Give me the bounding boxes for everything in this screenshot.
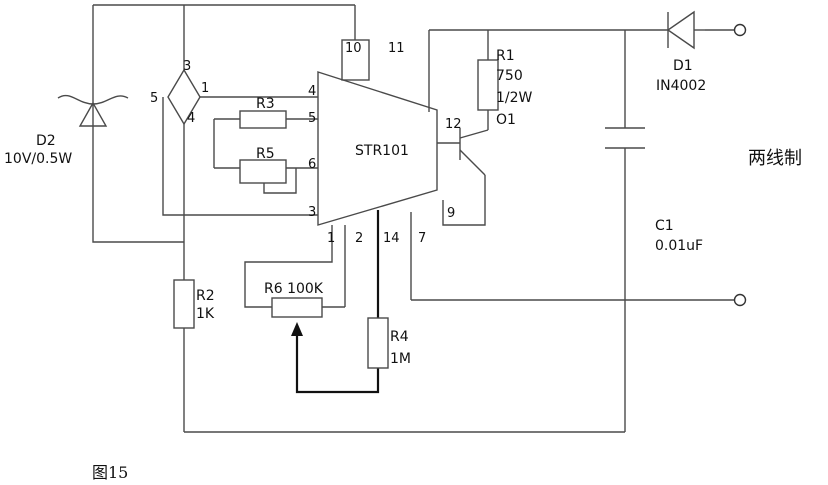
ic-str101 [317, 39, 438, 226]
d1-ref: D1 [673, 58, 693, 74]
two-wire-label: 两线制 [748, 148, 802, 169]
pin-14: 14 [383, 231, 400, 246]
r1-value: 750 [496, 68, 523, 84]
pin-9: 9 [447, 206, 455, 221]
terminal-bottom [733, 293, 747, 307]
pin-12: 12 [445, 117, 462, 132]
pin-1-bottom: 1 [327, 231, 335, 246]
pin-2: 2 [355, 231, 363, 246]
r2-ref: R2 [196, 288, 215, 304]
resistor-r3 [239, 110, 287, 129]
pin-3: 3 [308, 205, 316, 220]
bridge-pin-3: 3 [183, 59, 191, 74]
q1-ref: O1 [496, 112, 516, 128]
r3-ref: R3 [256, 96, 275, 112]
pin-4: 4 [308, 84, 316, 99]
resistor-r4 [367, 317, 389, 369]
capacitor-c1 [605, 127, 645, 149]
c1-ref: C1 [655, 218, 674, 234]
r6-label: R6 100K [264, 281, 324, 297]
feedback-wire [291, 210, 380, 394]
bridge-pin-4: 4 [187, 111, 195, 126]
d2-ref: D2 [36, 133, 56, 149]
wires [92, 4, 735, 433]
bridge-rectifier [167, 68, 201, 126]
terminal-top [733, 23, 747, 37]
r4-ref: R4 [390, 329, 409, 345]
c1-value: 0.01uF [655, 238, 703, 254]
pin-6: 6 [308, 157, 316, 172]
d1-value: IN4002 [656, 78, 706, 94]
figure-caption: 图15 [92, 463, 128, 482]
r2-value: 1K [196, 306, 215, 322]
resistor-r6 [271, 297, 323, 318]
pin-7: 7 [418, 231, 426, 246]
arrow-up-icon [291, 322, 303, 336]
pin-5: 5 [308, 111, 316, 126]
bridge-pin-1: 1 [201, 81, 209, 96]
r4-value: 1M [390, 351, 411, 367]
r1-ref: R1 [496, 48, 515, 64]
resistor-r1 [477, 59, 499, 111]
transistor-q1 [459, 128, 489, 176]
r5-ref: R5 [256, 146, 275, 162]
diode-d1 [666, 10, 705, 50]
ic-label: STR101 [355, 143, 409, 159]
pin-10: 10 [345, 41, 362, 56]
bridge-pin-5: 5 [150, 91, 158, 106]
resistor-r5 [239, 159, 287, 184]
pin-11: 11 [388, 41, 405, 56]
r1-power: 1/2W [496, 90, 533, 106]
resistor-r2 [173, 279, 195, 329]
d2-value: 10V/0.5W [4, 151, 72, 167]
zener-diode-d2 [57, 94, 129, 127]
